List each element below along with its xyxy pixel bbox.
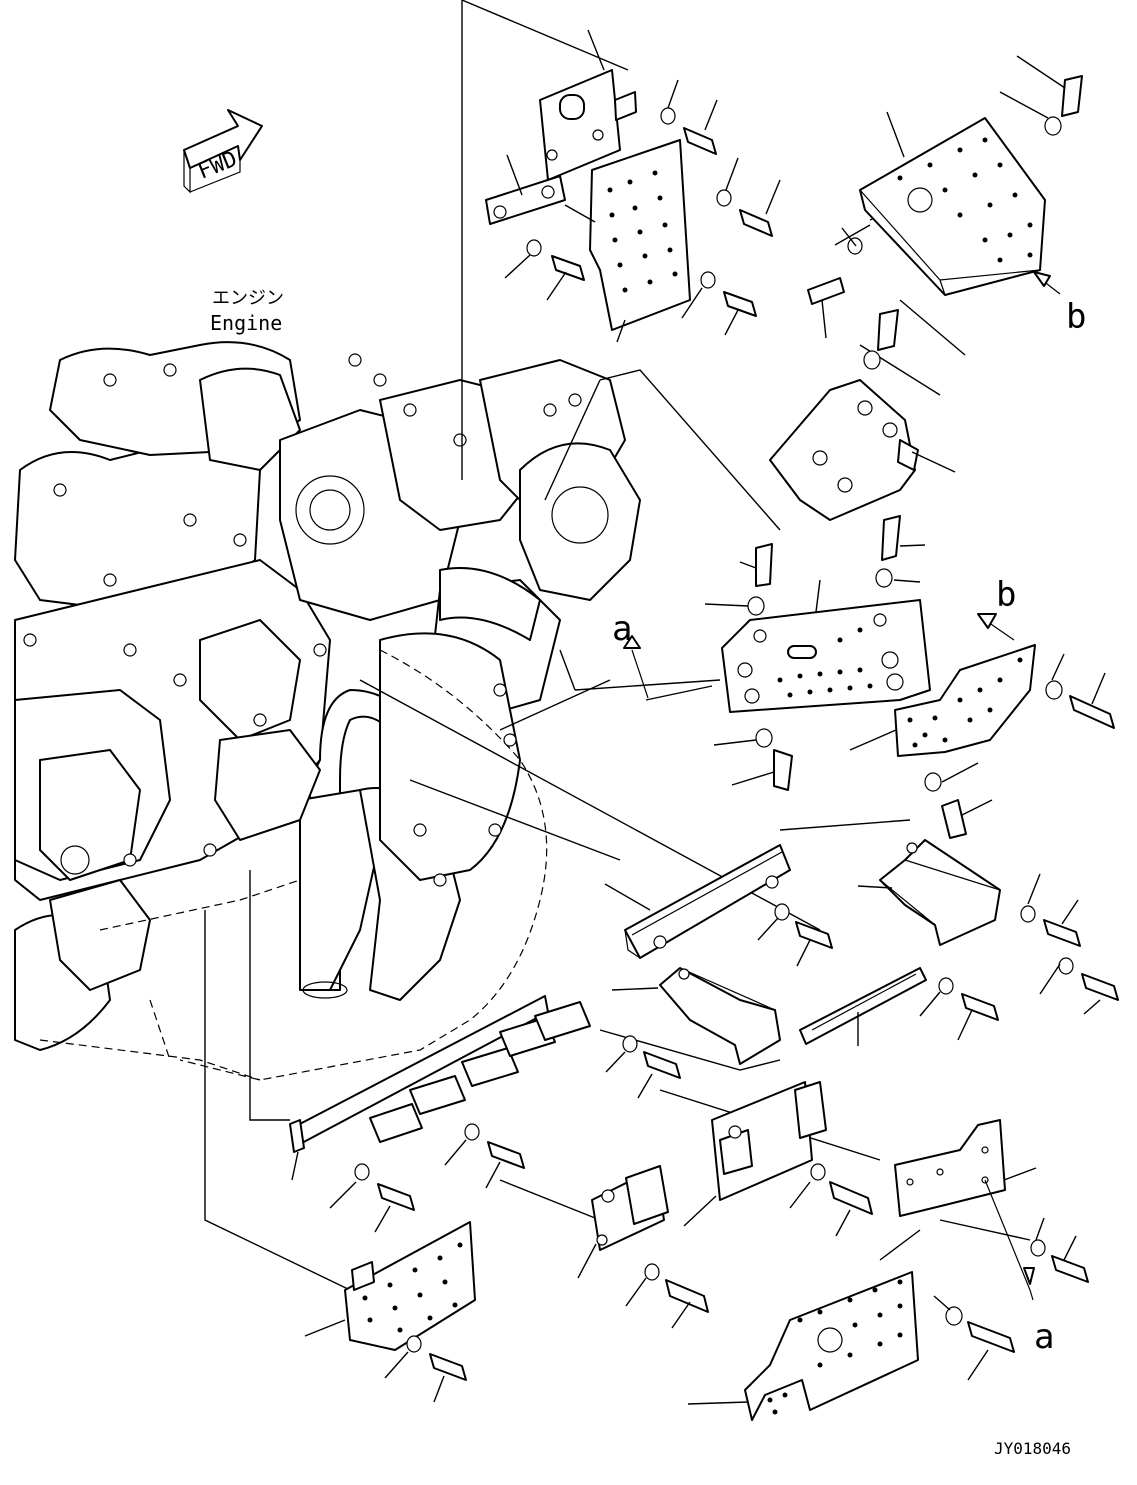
engine-label-japanese: エンジン xyxy=(212,288,284,309)
top-right-cover xyxy=(807,55,1083,339)
small-channel-bracket xyxy=(605,967,781,1099)
lower-center-plate xyxy=(577,1165,709,1329)
lower-left-plate xyxy=(304,1221,476,1403)
lower-right-bracket xyxy=(894,1119,1089,1301)
engine-label-english: Engine xyxy=(210,311,282,335)
slotted-strip xyxy=(799,967,999,1046)
long-channel-bracket xyxy=(604,844,833,967)
middle-plate-right xyxy=(849,613,1115,839)
reference-label-a-bottom: a xyxy=(1034,1317,1054,1357)
middle-plate-left xyxy=(623,515,931,791)
middle-right-bracket xyxy=(769,309,956,521)
reference-label-a-middle: a xyxy=(612,609,632,649)
reference-label-b-top: b xyxy=(1066,297,1086,337)
bottom-right-cover xyxy=(687,1271,1015,1421)
spacer-bar-assembly xyxy=(289,995,591,1233)
reference-label-b-middle: b xyxy=(996,575,1016,615)
right-channel-bracket xyxy=(857,839,1119,1015)
drawing-id: JY018046 xyxy=(994,1439,1071,1458)
engine-assembly xyxy=(14,341,641,1081)
top-shield-assembly xyxy=(485,29,781,343)
fwd-direction-arrow: FWD xyxy=(183,109,263,194)
lower-right-center-plate xyxy=(683,1081,873,1237)
